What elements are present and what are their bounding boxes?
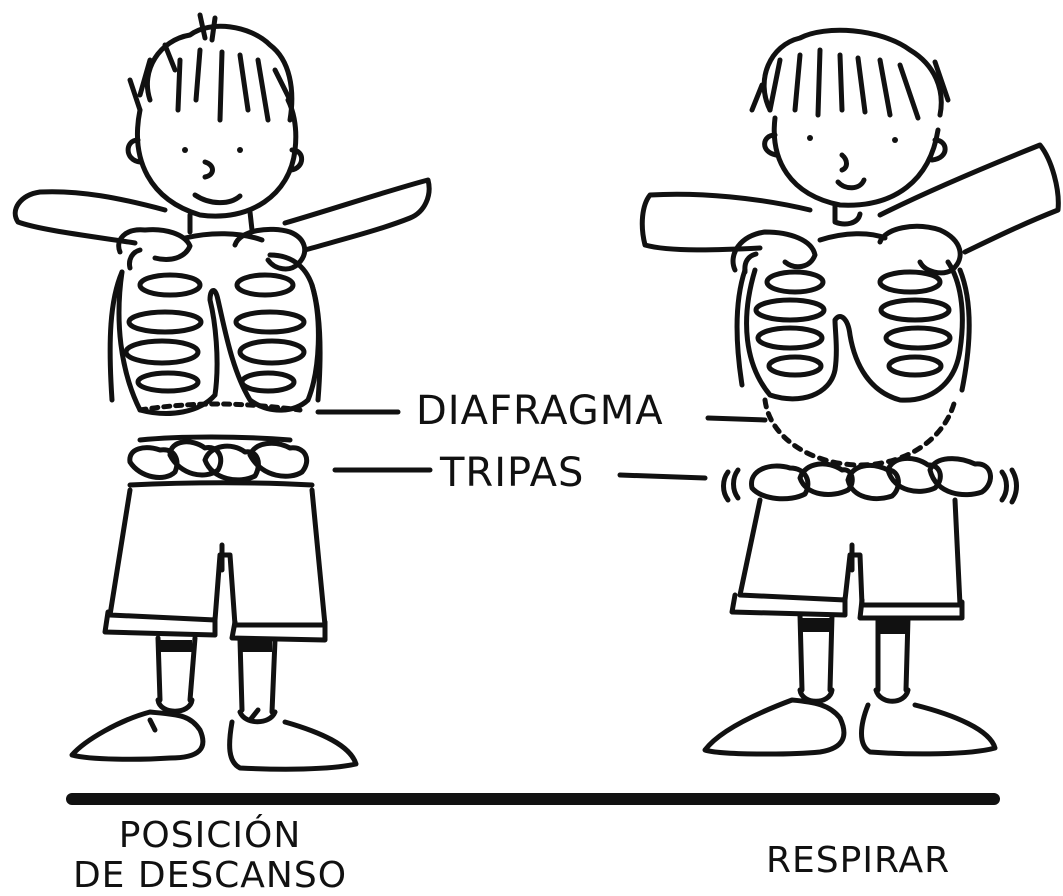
boy-breathing-hair bbox=[749, 27, 951, 121]
boy-breathing-shorts bbox=[737, 497, 963, 608]
ground-line bbox=[66, 793, 1000, 805]
boy-breathing-head bbox=[771, 115, 941, 208]
boy-rest-arm-left bbox=[12, 189, 168, 246]
boy-rest-ear-right bbox=[288, 147, 305, 173]
boy-rest-shoe-right bbox=[227, 719, 359, 772]
tripas-label: TRIPAS bbox=[440, 450, 585, 496]
rest-position-caption: POSICIÓN DE DESCANSO bbox=[60, 816, 360, 896]
boy-rest-figure bbox=[12, 12, 432, 772]
boy-rest-mouth bbox=[192, 192, 243, 206]
breathe-caption: RESPIRAR bbox=[766, 840, 951, 881]
boy-rest-hair bbox=[127, 12, 295, 123]
rest-position-caption-line1: POSICIÓN bbox=[118, 815, 302, 856]
boy-rest-diaphragm bbox=[137, 401, 303, 413]
boy-breathing-ribcage bbox=[744, 259, 965, 403]
boy-rest-shorts bbox=[107, 487, 328, 628]
boy-breathing-shoe-right bbox=[859, 702, 998, 757]
boy-breathing-mouth bbox=[835, 177, 867, 191]
boy-rest-arm-right bbox=[282, 177, 432, 253]
boy-rest-shoe-left bbox=[69, 709, 206, 762]
diafragma-label: DIAFRAGMA bbox=[416, 388, 664, 434]
boy-rest-intestines bbox=[127, 434, 310, 483]
diafragma-leader-right bbox=[705, 415, 768, 423]
boy-rest-head bbox=[135, 97, 299, 219]
boy-rest-ear-left bbox=[125, 137, 143, 165]
boy-breathing-figure bbox=[639, 27, 1061, 757]
boy-breathing-diaphragm bbox=[762, 397, 958, 468]
boy-breathing-shoe-left bbox=[702, 697, 847, 757]
tripas-leader-right bbox=[617, 472, 708, 481]
boy-breathing-intestines bbox=[721, 455, 1019, 505]
rest-position-caption-line2: DE DESCANSO bbox=[72, 855, 348, 896]
